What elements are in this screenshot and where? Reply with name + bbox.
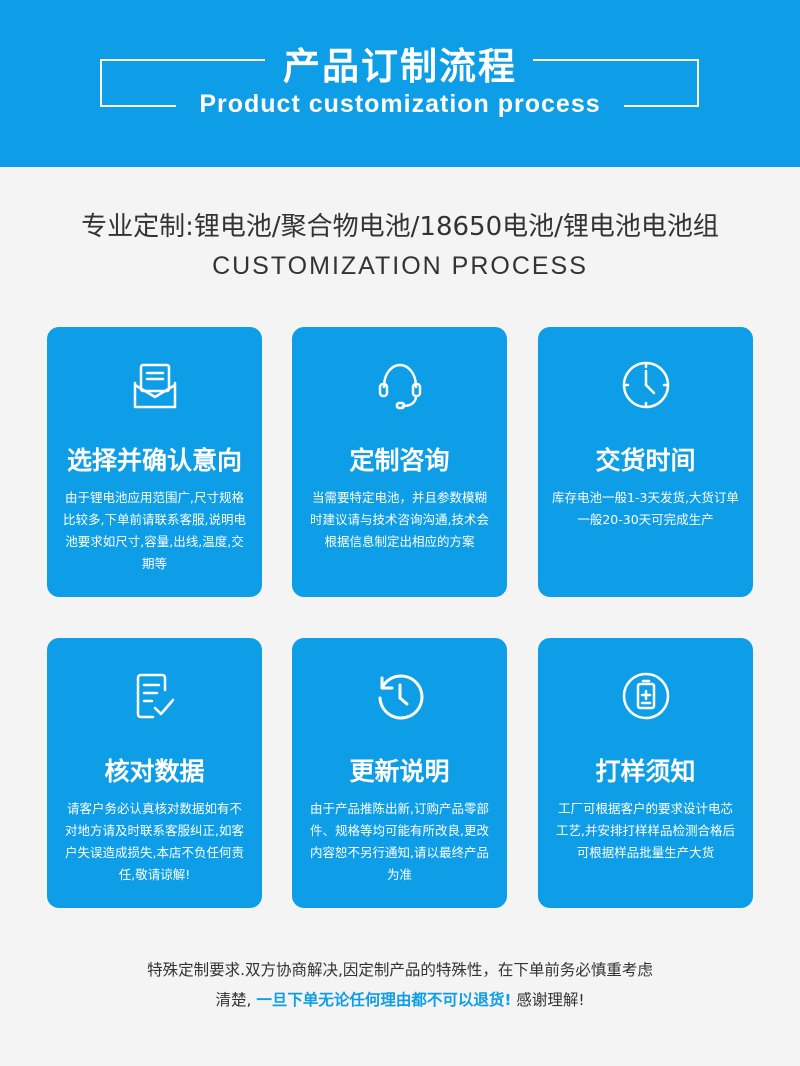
- headset-icon: [372, 357, 428, 413]
- card-title: 交货时间: [595, 446, 696, 475]
- card-title: 选择并确认意向: [66, 446, 242, 475]
- card-title: 定制咨询: [349, 446, 450, 475]
- process-card-sample: 打样须知 工厂可根据客户的要求设计电芯工艺,并安排打样样品检测合格后可根据样品批…: [538, 638, 753, 908]
- envelope-document-icon: [127, 357, 183, 413]
- process-card-delivery: 交货时间 库存电池一般1-3天发货,大货订单一般20-30天可完成生产: [538, 327, 753, 597]
- banner-frame-line: [624, 105, 699, 107]
- card-title: 打样须知: [595, 757, 696, 786]
- card-description: 由于产品推陈出新,订购产品零部件、规格等均可能有所改良,更改内容恕不另行通知,请…: [310, 801, 489, 882]
- intro-english: CUSTOMIZATION PROCESS: [212, 252, 588, 280]
- card-description: 库存电池一般1-3天发货,大货订单一般20-30天可完成生产: [552, 490, 739, 527]
- footer-prefix: 清楚,: [215, 991, 252, 1009]
- card-description: 工厂可根据客户的要求设计电芯工艺,并安排打样样品检测合格后可根据样品批量生产大货: [556, 801, 735, 860]
- banner-subtitle: Product customization process: [199, 90, 601, 118]
- process-card-verify: 核对数据 请客户务必认真核对数据如有不对地方请及时联系客服纠正,如客户失误造成损…: [47, 638, 262, 908]
- banner-frame-line: [533, 59, 699, 61]
- clock-icon: [618, 357, 674, 413]
- history-icon: [372, 668, 428, 724]
- footer-no-return-warning: 一旦下单无论任何理由都不可以退货!: [256, 991, 512, 1009]
- process-card-update: 更新说明 由于产品推陈出新,订购产品零部件、规格等均可能有所改良,更改内容恕不另…: [292, 638, 507, 908]
- banner-frame-line: [100, 105, 176, 107]
- card-description: 请客户务必认真核对数据如有不对地方请及时联系客服纠正,如客户失误造成损失,本店不…: [65, 801, 244, 882]
- banner-title: 产品订制流程: [283, 45, 517, 88]
- banner-frame-line: [100, 59, 265, 61]
- battery-plus-icon: [618, 668, 674, 724]
- card-title: 更新说明: [349, 757, 450, 786]
- card-description: 当需要特定电池，并且参数模糊时建议请与技术咨询沟通,技术会根据信息制定出相应的方…: [310, 490, 489, 549]
- header-banner: 产品订制流程 Product customization process: [0, 0, 800, 167]
- process-card-consult: 定制咨询 当需要特定电池，并且参数模糊时建议请与技术咨询沟通,技术会根据信息制定…: [292, 327, 507, 597]
- banner-frame-line: [697, 59, 699, 107]
- document-check-icon: [127, 668, 183, 724]
- footer-thanks: 感谢理解!: [516, 991, 585, 1009]
- footer-notice-second-line: 清楚, 一旦下单无论任何理由都不可以退货! 感谢理解!: [0, 988, 800, 1010]
- process-card-intention: 选择并确认意向 由于锂电池应用范围广,尺寸规格比较多,下单前请联系客服,说明电池…: [47, 327, 262, 597]
- banner-frame-line: [100, 59, 102, 107]
- card-description: 由于锂电池应用范围广,尺寸规格比较多,下单前请联系客服,说明电池要求如尺寸,容量…: [63, 490, 246, 571]
- card-title: 核对数据: [104, 757, 205, 786]
- footer-notice: 特殊定制要求.双方协商解决,因定制产品的特殊性，在下单前务必慎重考虑: [147, 961, 653, 979]
- intro-line: 专业定制:锂电池/聚合物电池/18650电池/锂电池电池组: [81, 212, 719, 242]
